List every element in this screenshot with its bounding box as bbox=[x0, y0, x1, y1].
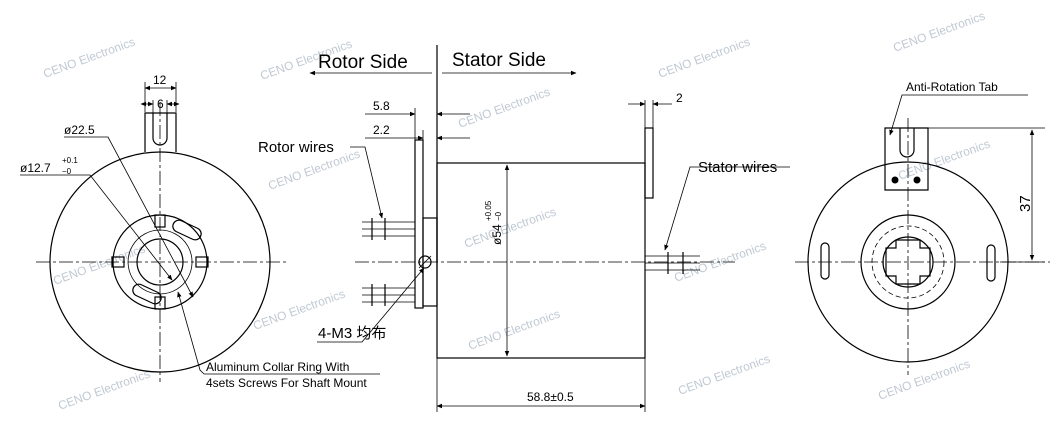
dim-rotor-offset: 2.2 bbox=[373, 123, 390, 137]
dim-bore-dia: ø12.7 bbox=[20, 161, 51, 175]
wire-pad bbox=[172, 219, 202, 241]
leader-anti-rotation bbox=[889, 94, 1028, 136]
watermark: CENO Electronics bbox=[51, 242, 147, 288]
side-view bbox=[309, 45, 790, 412]
wire-pad bbox=[132, 283, 162, 305]
dim-body-tol-lower: −0 bbox=[494, 211, 503, 221]
leader-stator-wires bbox=[664, 166, 790, 251]
anti-rotation-label: Anti-Rotation Tab bbox=[906, 80, 998, 94]
rotor-wires-upper bbox=[362, 218, 415, 240]
dim-stator-tab: 2 bbox=[676, 91, 683, 105]
stator-side-label: Stator Side bbox=[452, 50, 546, 71]
leader-rotor-wires bbox=[350, 146, 384, 219]
dim-body-tol-upper: +0.05 bbox=[484, 200, 493, 221]
stator-wires-label: Stator wires bbox=[698, 159, 777, 176]
keyed-bore bbox=[885, 239, 931, 285]
dim-body-dia-group: ø54 +0.05 −0 bbox=[484, 200, 504, 245]
wire-pad-right bbox=[820, 242, 830, 280]
leader-collar bbox=[177, 291, 205, 375]
watermark: CENO Electronics bbox=[876, 357, 972, 403]
collar-note-line2: 4sets Screws For Shaft Mount bbox=[206, 376, 367, 390]
watermark: CENO Electronics bbox=[891, 9, 987, 55]
collar-note-line1: Aluminum Collar Ring With bbox=[206, 360, 349, 374]
dim-bore-tol-upper: +0.1 bbox=[62, 156, 78, 165]
dim-tab-width: 12 bbox=[153, 73, 167, 87]
dim-tab-height: 37 bbox=[1017, 195, 1034, 212]
dim-bore-tol-lower: −0 bbox=[62, 167, 72, 176]
tab-hole bbox=[891, 176, 899, 184]
dim-outer-dia: ø22.5 bbox=[64, 123, 95, 137]
leader-bore-dia bbox=[20, 174, 173, 281]
watermark: CENO Electronics bbox=[656, 35, 752, 81]
rotor-side-label: Rotor Side bbox=[318, 52, 408, 73]
dim-rotor-flange: 5.8 bbox=[373, 99, 390, 113]
watermark: CENO Electronics bbox=[56, 367, 152, 413]
watermark: CENO Electronics bbox=[676, 352, 772, 398]
dim-body-dia: ø54 bbox=[490, 224, 504, 245]
anti-rotation-tab bbox=[884, 127, 929, 191]
rotor-flange bbox=[414, 139, 424, 309]
watermark: CENO Electronics bbox=[462, 205, 558, 251]
stator-body bbox=[436, 162, 646, 359]
tab-slot-right bbox=[899, 128, 915, 158]
wire-pad-right bbox=[986, 244, 996, 282]
anti-rotation-tab-left bbox=[144, 112, 177, 152]
screws-label: 4-M3 均布 bbox=[318, 325, 386, 342]
m3-screw bbox=[418, 255, 432, 269]
watermark: CENO Electronics bbox=[466, 307, 562, 353]
watermark: CENO Electronics bbox=[896, 137, 992, 183]
left-end-view bbox=[20, 82, 380, 382]
leader-screws bbox=[317, 267, 425, 343]
stator-tab bbox=[644, 127, 654, 199]
watermark: CENO Electronics bbox=[456, 85, 552, 131]
rotor-wires-lower bbox=[362, 284, 415, 306]
tab-hole bbox=[913, 176, 921, 184]
stator-wires bbox=[645, 252, 700, 274]
watermark: CENO Electronics bbox=[41, 35, 137, 81]
right-end-view bbox=[795, 94, 1050, 375]
dim-body-length: 58.8±0.5 bbox=[527, 390, 574, 404]
rotor-wires-label: Rotor wires bbox=[258, 139, 334, 156]
dim-slot-width: 6 bbox=[157, 97, 164, 111]
leader-outer-dia bbox=[64, 136, 194, 298]
